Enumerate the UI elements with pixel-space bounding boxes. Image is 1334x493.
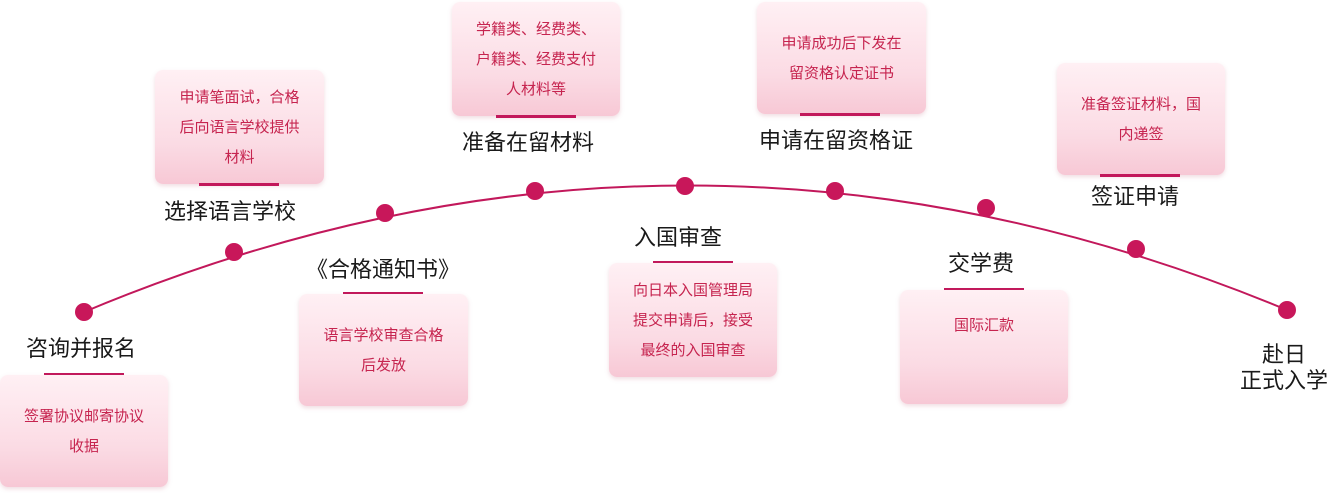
step-box-line: 留资格认定证书	[788, 64, 894, 82]
step-box-tuition: 国际汇款	[900, 290, 1068, 404]
step-underline	[496, 115, 576, 118]
step-box-visa: 准备签证材料，国内递签	[1057, 63, 1225, 175]
step-title-residence: 申请在留资格证	[759, 129, 914, 154]
step-box-line: 申请笔面试，合格	[179, 88, 300, 106]
step-box-notice: 语言学校审查合格后发放	[299, 294, 468, 406]
timeline-dot	[376, 204, 394, 222]
step-title-review: 入国审查	[634, 226, 723, 251]
step-box-line: 最终的入国审查	[640, 341, 746, 359]
step-box-line: 学籍类、经费类、	[475, 20, 596, 38]
step-title-school: 选择语言学校	[164, 200, 297, 225]
step-title-notice: 《合格通知书》	[306, 258, 461, 283]
step-box-materials: 学籍类、经费类、户籍类、经费支付人材料等	[452, 2, 620, 116]
step-box-line: 材料	[224, 148, 255, 166]
step-underline	[44, 373, 124, 376]
step-box-line: 准备签证材料，国	[1080, 95, 1201, 113]
step-box-line: 签署协议邮寄协议	[23, 407, 144, 425]
step-box-residence: 申请成功后下发在留资格认定证书	[757, 2, 926, 114]
step-box-review: 向日本入国管理局提交申请后，接受最终的入国审查	[609, 263, 777, 377]
timeline-dot	[1278, 301, 1296, 319]
step-box-line: 收据	[68, 437, 99, 455]
step-box-line: 内递签	[1118, 125, 1164, 143]
step-underline	[653, 261, 733, 264]
final-line-1: 赴日	[1261, 343, 1306, 368]
timeline-dot	[1127, 240, 1145, 258]
final-line-2: 正式入学	[1239, 369, 1328, 394]
step-underline	[1100, 174, 1180, 177]
step-box-school: 申请笔面试，合格后向语言学校提供材料	[155, 70, 324, 184]
timeline-dot	[977, 199, 995, 217]
step-underline	[343, 292, 423, 295]
timeline-dot	[225, 243, 243, 261]
step-underline	[944, 288, 1024, 291]
step-box-line: 提交申请后，接受	[632, 311, 753, 329]
timeline-dot	[826, 182, 844, 200]
step-box-consult: 签署协议邮寄协议收据	[0, 375, 168, 487]
step-box-line: 后向语言学校提供	[179, 118, 300, 136]
step-box-line: 户籍类、经费支付	[475, 50, 596, 68]
step-title-consult: 咨询并报名	[26, 337, 137, 362]
step-box-line: 人材料等	[505, 80, 566, 98]
step-box-line: 后发放	[360, 356, 406, 374]
step-box-line: 国际汇款	[953, 316, 1014, 334]
timeline-dot	[75, 303, 93, 321]
step-underline	[800, 113, 880, 116]
step-box-line: 申请成功后下发在	[781, 34, 902, 52]
timeline-dot	[676, 177, 694, 195]
step-box-line: 向日本入国管理局	[632, 281, 753, 299]
step-underline	[199, 183, 279, 186]
timeline-dot	[526, 182, 544, 200]
step-title-materials: 准备在留材料	[462, 131, 595, 156]
final-step-title: 赴日 正式入学	[1234, 343, 1334, 395]
step-title-tuition: 交学费	[948, 252, 1015, 277]
step-title-visa: 签证申请	[1091, 185, 1180, 210]
step-box-line: 语言学校审查合格	[323, 326, 444, 344]
